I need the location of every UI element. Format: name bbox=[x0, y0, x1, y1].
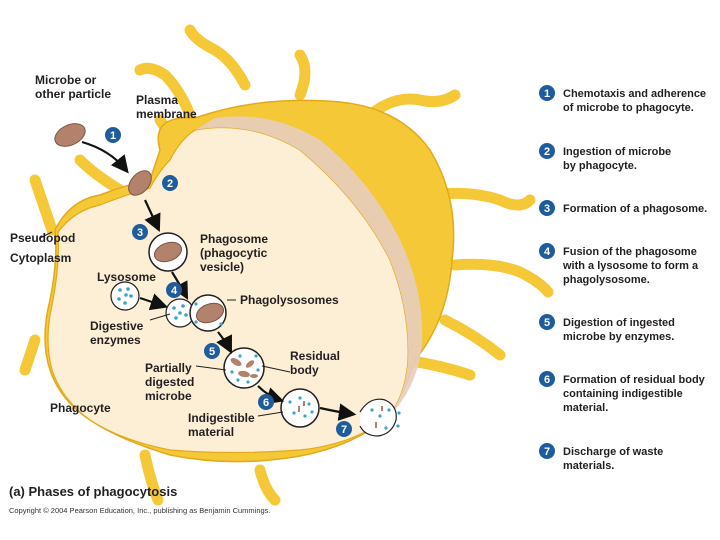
label-phagosome: Phagosome (phagocytic vesicle) bbox=[200, 232, 271, 274]
partially-digested-microbe bbox=[223, 347, 265, 389]
step-marker-2: 2 bbox=[162, 175, 178, 191]
label-pseudopod: Pseudopod bbox=[10, 231, 75, 245]
label-digestive-enzymes: Digestive enzymes bbox=[90, 319, 147, 347]
svg-text:6: 6 bbox=[544, 374, 550, 386]
pseudopod-extensions bbox=[19, 24, 554, 506]
svg-text:1: 1 bbox=[544, 88, 550, 100]
svg-text:5: 5 bbox=[209, 346, 215, 358]
svg-text:7: 7 bbox=[341, 424, 347, 436]
label-partially-digested: Partially digested microbe bbox=[145, 361, 198, 403]
residual-body bbox=[280, 388, 320, 428]
label-plasma-membrane: Plasma membrane bbox=[136, 93, 197, 121]
figure-caption: (a) Phases of phagocytosis bbox=[9, 484, 177, 499]
microbe-ingesting bbox=[128, 170, 152, 196]
label-cytoplasm: Cytoplasm bbox=[10, 251, 71, 265]
svg-text:Formation of a phagosome.: Formation of a phagosome. bbox=[563, 203, 707, 215]
svg-text:6: 6 bbox=[263, 397, 269, 409]
label-microbe: Microbe or other particle bbox=[35, 73, 111, 101]
step-marker-4: 4 bbox=[166, 282, 182, 298]
label-lysosome: Lysosome bbox=[97, 270, 156, 284]
leader-lines bbox=[39, 231, 291, 417]
svg-text:4: 4 bbox=[171, 285, 178, 297]
label-phagolysosomes: Phagolysosomes bbox=[240, 293, 339, 307]
step-marker-7: 7 bbox=[336, 421, 352, 437]
step-marker-1: 1 bbox=[105, 127, 121, 143]
phagosome-vesicle bbox=[148, 232, 188, 272]
copyright-line: Copyright © 2004 Pearson Education, Inc.… bbox=[9, 506, 271, 515]
phagolysosome bbox=[165, 294, 227, 332]
svg-text:4: 4 bbox=[544, 246, 551, 258]
cut-shadow-band bbox=[195, 116, 423, 420]
svg-text:2: 2 bbox=[167, 178, 173, 190]
step-marker-6: 6 bbox=[258, 394, 274, 410]
waste-discharge bbox=[359, 398, 401, 437]
lysosome bbox=[110, 281, 140, 311]
svg-text:7: 7 bbox=[544, 446, 550, 458]
svg-text:3: 3 bbox=[137, 227, 143, 239]
svg-text:5: 5 bbox=[544, 317, 550, 329]
legend-item-3: 3 Formation of a phagosome. bbox=[539, 200, 707, 216]
svg-text:1: 1 bbox=[110, 130, 116, 142]
svg-text:2: 2 bbox=[544, 146, 550, 158]
svg-text:3: 3 bbox=[544, 203, 550, 215]
step-marker-3: 3 bbox=[132, 224, 148, 240]
step-marker-5: 5 bbox=[204, 343, 220, 359]
microbe-particle bbox=[54, 123, 86, 147]
label-residual-body: Residual body bbox=[290, 349, 343, 377]
label-indigestible-material: Indigestible material bbox=[188, 411, 258, 439]
label-phagocyte: Phagocyte bbox=[50, 401, 111, 415]
